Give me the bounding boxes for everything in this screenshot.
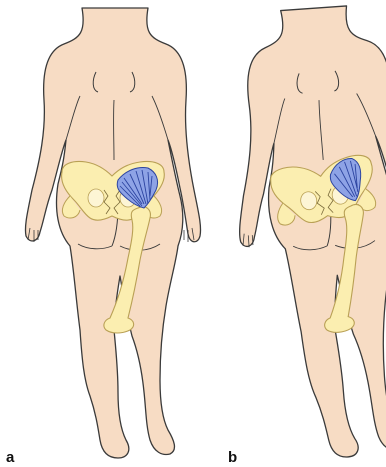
panel-b-label: b bbox=[228, 449, 237, 466]
panel-a-figure bbox=[25, 8, 200, 458]
human-back-view-icon bbox=[224, 2, 386, 463]
panel-a-label: a bbox=[6, 449, 15, 466]
panel-b-figure bbox=[224, 2, 386, 463]
human-back-view-icon bbox=[25, 8, 200, 458]
